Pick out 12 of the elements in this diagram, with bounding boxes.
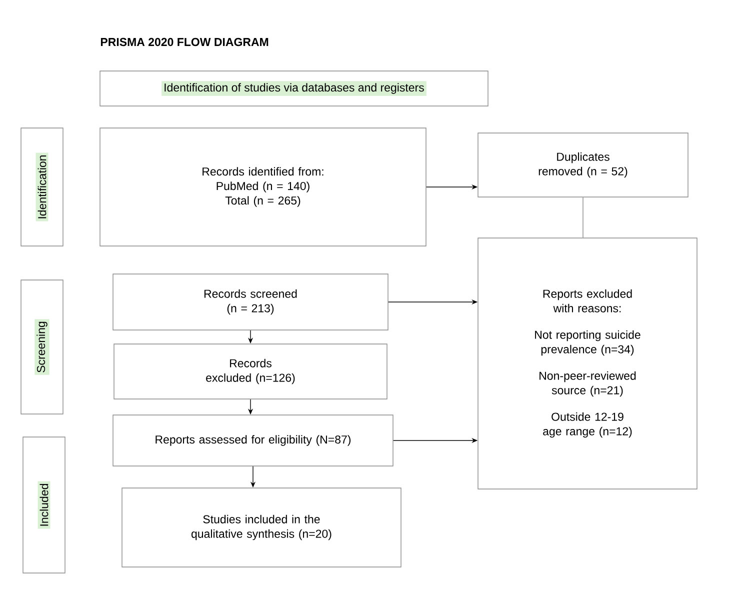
process-box: Studies included in the qualitative synthesis (n=20) — [122, 488, 402, 568]
phase-label-box: Identification — [20, 128, 64, 246]
process-box: Records screened (n = 213) — [112, 274, 388, 330]
process-box: Reports excluded with reasons: Not reporting suicide prevalence (n=34) Non-peer-reviewed source (n=21) Outside 12-19 age range (n=12) — [478, 238, 698, 490]
phase-label-box: Screening — [20, 280, 64, 414]
title: PRISMA 2020 FLOW DIAGRAM — [100, 38, 268, 46]
process-box: Records excluded (n=126) — [114, 344, 388, 400]
process-box: Reports assessed for eligibility (N=87) — [112, 414, 394, 466]
phase-label-box: Included — [22, 436, 66, 574]
process-box: Records identified from: PubMed (n = 140) Total (n = 265) — [100, 128, 426, 246]
process-box: Duplicates removed (n = 52) — [478, 132, 688, 198]
section-header-box: Identification of studies via databases and registers — [100, 70, 488, 106]
